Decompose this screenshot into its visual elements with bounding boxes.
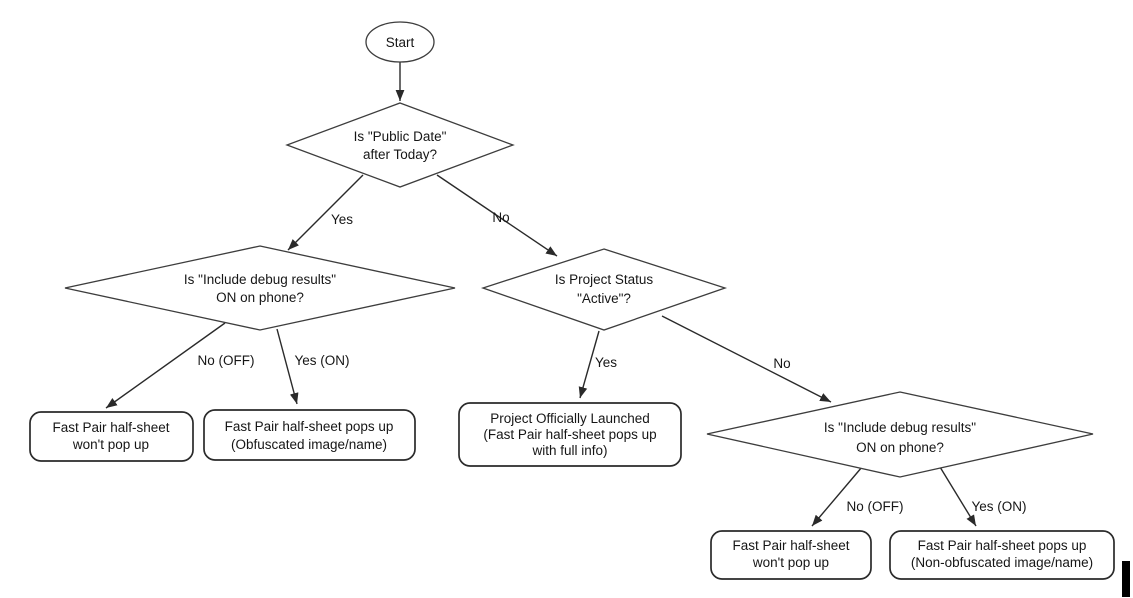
edge-debug-left-yes: [276, 328, 299, 405]
no-popup-right-line2: won't pop up: [752, 555, 829, 570]
edges: [105, 62, 977, 527]
launched-box: [458, 402, 682, 467]
launched-line3: with full info): [531, 443, 607, 458]
obfuscated-line2: (Obfuscated image/name): [231, 437, 387, 452]
no-popup-left-line2: won't pop up: [72, 437, 149, 452]
node-start: Start: [365, 21, 435, 63]
non-obfuscated-line2: (Non-obfuscated image/name): [911, 555, 1093, 570]
edge-label-debug-right-yes: Yes (ON): [971, 499, 1026, 514]
edge-label-debug-left-yes: Yes (ON): [294, 353, 349, 368]
no-popup-right-box: [710, 530, 872, 580]
edge-debug-right-no: [811, 466, 863, 527]
start-ellipse: [365, 21, 435, 63]
text-cursor-bar: [1122, 561, 1130, 597]
node-result-launched: Project Officially Launched (Fast Pair h…: [458, 402, 682, 467]
no-popup-left-line1: Fast Pair half-sheet: [52, 420, 169, 435]
debug-left-line2: ON on phone?: [216, 290, 304, 305]
edge-label-public-date-no: No: [492, 210, 509, 225]
edge-debug-right-yes: [939, 466, 977, 527]
node-result-no-popup-left: Fast Pair half-sheet won't pop up: [29, 411, 194, 462]
project-status-line2: "Active"?: [577, 291, 631, 306]
node-decision-debug-right: Is "Include debug results" ON on phone?: [706, 391, 1094, 478]
public-date-line2: after Today?: [363, 147, 437, 162]
edge-label-debug-left-no: No (OFF): [198, 353, 255, 368]
debug-left-line1: Is "Include debug results": [184, 272, 336, 287]
launched-line2: (Fast Pair half-sheet pops up: [483, 427, 656, 442]
no-popup-right-line1: Fast Pair half-sheet: [732, 538, 849, 553]
edge-label-status-no: No: [773, 356, 790, 371]
debug-right-line2: ON on phone?: [856, 440, 944, 455]
edge-public-date-yes: [287, 174, 364, 251]
no-popup-left-box: [29, 411, 194, 462]
node-result-no-popup-right: Fast Pair half-sheet won't pop up: [710, 530, 872, 580]
edge-label-status-yes: Yes: [595, 355, 617, 370]
node-result-obfuscated: Fast Pair half-sheet pops up (Obfuscated…: [203, 409, 416, 461]
node-decision-project-status: Is Project Status "Active"?: [480, 248, 728, 331]
project-status-line1: Is Project Status: [555, 272, 654, 287]
start-label: Start: [386, 35, 415, 50]
edge-debug-left-no: [105, 322, 226, 409]
edge-label-public-date-yes: Yes: [331, 212, 353, 227]
project-status-diamond: [480, 248, 728, 331]
non-obfuscated-line1: Fast Pair half-sheet pops up: [918, 538, 1087, 553]
obfuscated-box: [203, 409, 416, 461]
edge-status-yes: [578, 330, 600, 399]
edge-status-no: [661, 315, 832, 403]
node-decision-debug-left: Is "Include debug results" ON on phone?: [64, 245, 456, 331]
node-decision-public-date: Is "Public Date" after Today?: [285, 102, 515, 188]
node-result-non-obfuscated: Fast Pair half-sheet pops up (Non-obfusc…: [889, 530, 1115, 580]
public-date-line1: Is "Public Date": [354, 129, 447, 144]
non-obfuscated-box: [889, 530, 1115, 580]
debug-right-line1: Is "Include debug results": [824, 420, 976, 435]
debug-right-diamond: [706, 391, 1094, 478]
launched-line1: Project Officially Launched: [490, 411, 650, 426]
public-date-diamond: [285, 102, 515, 188]
edge-label-debug-right-no: No (OFF): [847, 499, 904, 514]
edge-public-date-no: [436, 174, 558, 257]
debug-left-diamond: [64, 245, 456, 331]
obfuscated-line1: Fast Pair half-sheet pops up: [225, 419, 394, 434]
edge-labels: Yes No No (OFF) Yes (ON) Yes No No (OFF)…: [198, 210, 1027, 514]
